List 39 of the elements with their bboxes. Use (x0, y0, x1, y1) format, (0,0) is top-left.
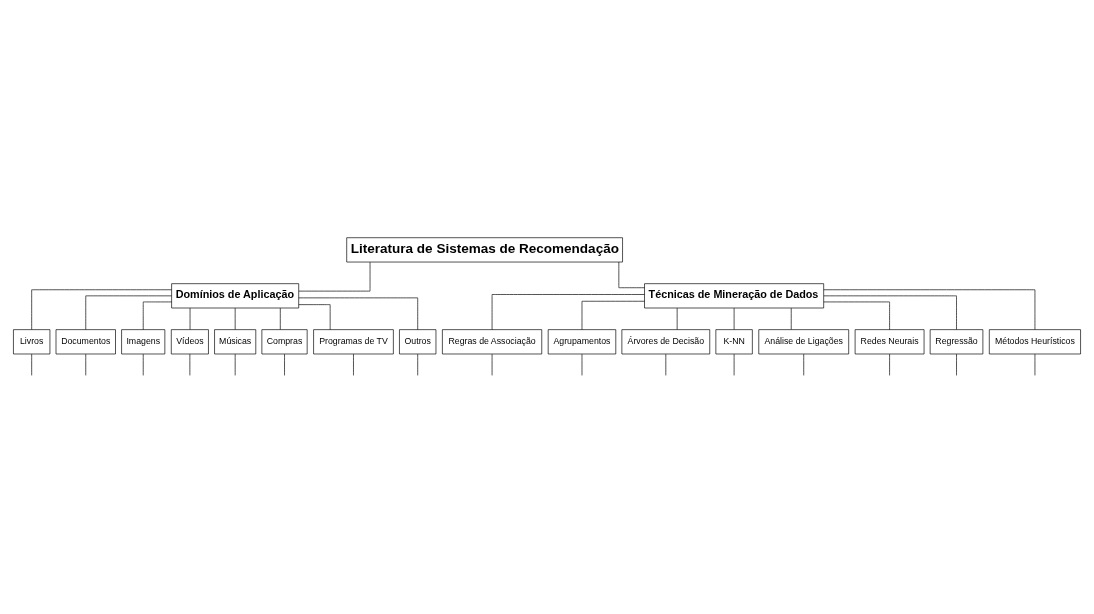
node-box: Compras (261, 329, 308, 355)
node-box: Redes Neurais (854, 329, 925, 355)
connector (733, 307, 735, 330)
node-box: Árvores de Decisão (621, 329, 711, 355)
connector (298, 304, 331, 330)
node-box: K-NN (715, 329, 753, 355)
connector (956, 353, 957, 376)
node-box: Imagens (121, 329, 166, 355)
connector (234, 307, 236, 330)
connector (823, 301, 890, 330)
node-box: Livros (13, 329, 51, 355)
connector (298, 297, 419, 330)
connector (491, 294, 645, 330)
node-box: Análise de Ligações (758, 329, 850, 355)
node-box: Literatura de Sistemas de Recomendação (346, 237, 623, 263)
connector (31, 289, 172, 330)
connector (823, 289, 1036, 330)
node-box: Programas de TV (313, 329, 394, 355)
node-box: Documentos (55, 329, 116, 355)
connector (676, 307, 678, 330)
node-box: Outros (399, 329, 437, 355)
node-box: Técnicas de Mineração de Dados (644, 283, 824, 309)
connector (618, 261, 645, 289)
node-box: Vídeos (170, 329, 209, 355)
connector (353, 353, 354, 376)
connector (790, 307, 792, 330)
connector (889, 353, 890, 376)
connector (823, 295, 957, 330)
node-box: Regressão (929, 329, 984, 355)
node-box: Músicas (214, 329, 257, 355)
connector (581, 300, 645, 330)
connector (279, 307, 281, 330)
connector (85, 295, 172, 330)
node-box: Métodos Heurísticos (988, 329, 1081, 355)
connector (142, 301, 172, 330)
connector (284, 353, 285, 376)
node-box: Domínios de Aplicação (171, 283, 300, 309)
node-box: Agrupamentos (547, 329, 617, 355)
node-box: Regras de Associação (442, 329, 543, 355)
